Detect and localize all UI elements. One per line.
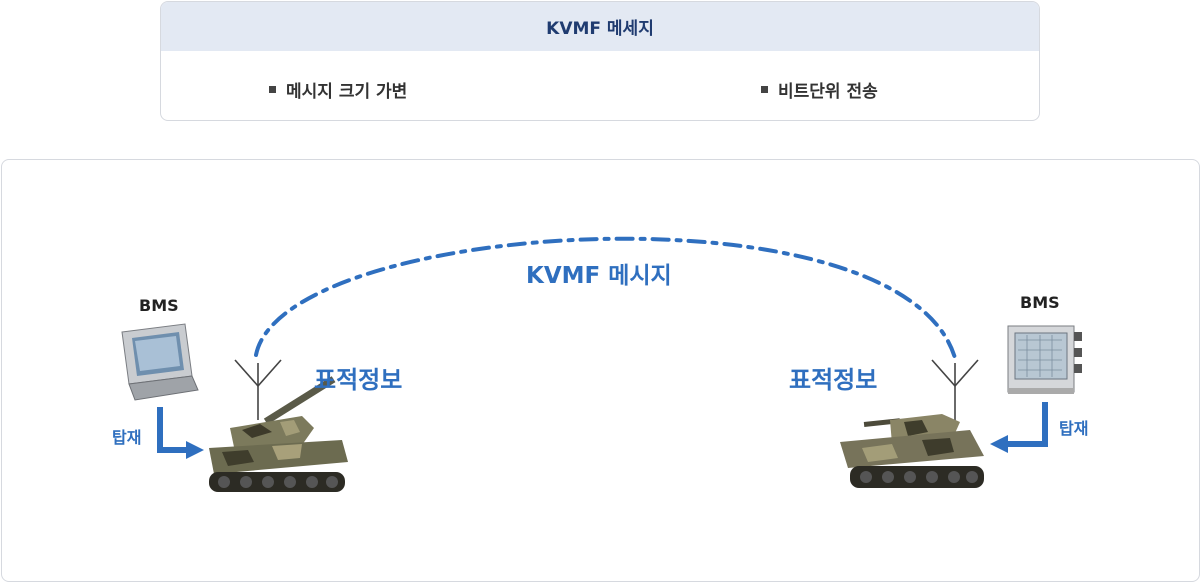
right-mount-label: 탑재 [1059, 419, 1089, 438]
communication-diagram: KVMF 메시지 BMS 표적정보 탑재 BMS 표적정보 탑재 [1, 159, 1200, 582]
kvmf-message-label: KVMF 메시지 [526, 263, 672, 289]
tank-icon [209, 376, 348, 492]
panel-title: KVMF 메세지 [161, 2, 1039, 51]
bms-terminal-icon [1007, 325, 1082, 394]
arrow-icon [990, 402, 1048, 453]
arrow-icon [157, 407, 204, 459]
right-target-info-label: 표적정보 [789, 366, 878, 394]
bullet-icon [761, 86, 768, 93]
left-target-info-label: 표적정보 [314, 366, 403, 394]
left-bms-label: BMS [139, 296, 179, 315]
feature-label: 메시지 크기 가변 [286, 82, 408, 102]
kvmf-transmission-arc [254, 236, 957, 360]
feature-list: 메시지 크기 가변 비트단위 전송 [161, 51, 1039, 120]
left-mount-label: 탑재 [112, 428, 142, 447]
bullet-icon [269, 86, 276, 93]
right-bms-label: BMS [1020, 293, 1060, 312]
antenna-icon [234, 359, 282, 420]
bms-laptop-icon [121, 323, 199, 401]
kvmf-message-panel: KVMF 메세지 메시지 크기 가변 비트단위 전송 [160, 1, 1040, 121]
feature-item: 메시지 크기 가변 [269, 77, 407, 102]
antenna-icon [931, 359, 979, 430]
feature-label: 비트단위 전송 [778, 82, 878, 102]
diagram-graphics [121, 236, 1082, 492]
feature-item: 비트단위 전송 [761, 77, 878, 102]
ifv-icon [840, 414, 984, 488]
